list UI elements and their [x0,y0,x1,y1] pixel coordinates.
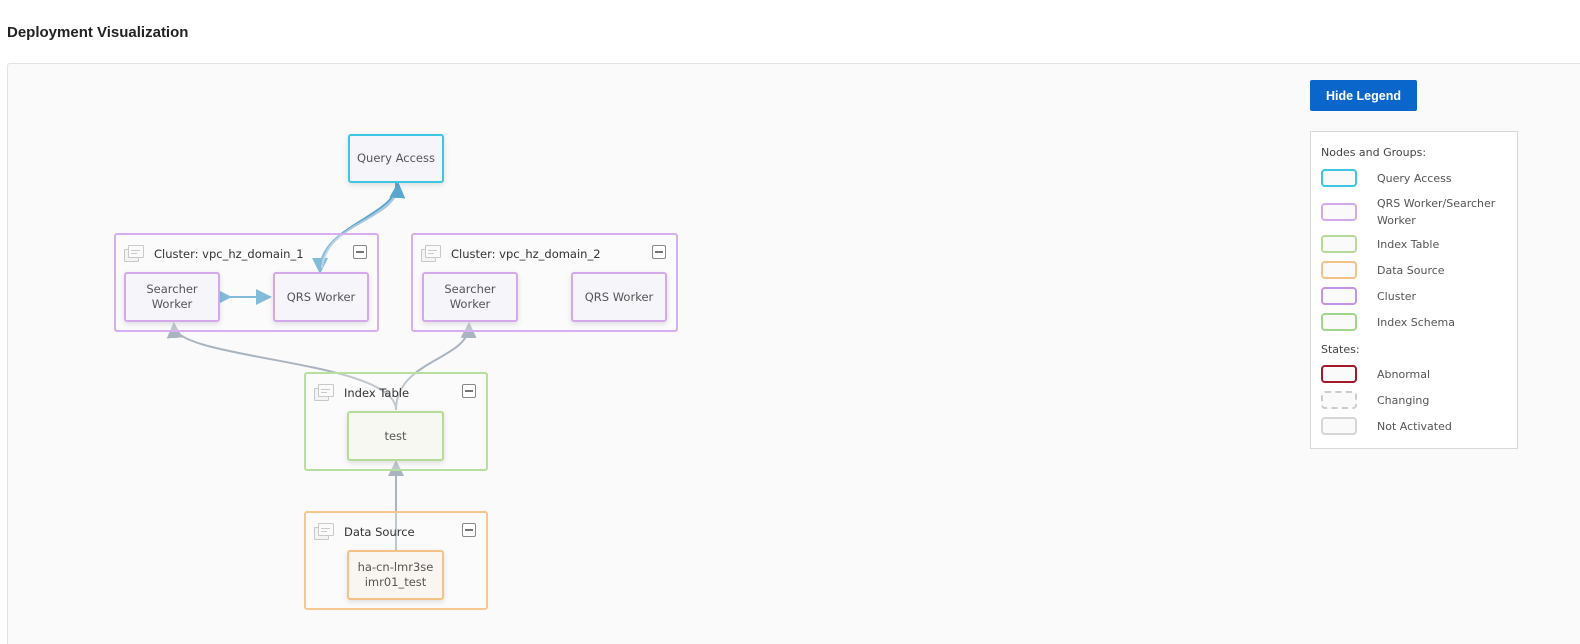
collapse-icon[interactable] [462,523,476,537]
legend-swatch [1321,365,1357,383]
group-header: Cluster: vpc_hz_domain_1 [124,243,304,265]
collapse-icon[interactable] [462,384,476,398]
legend-swatch [1321,261,1357,279]
legend-item: Index Table [1321,235,1511,253]
legend-label: Data Source [1377,263,1445,277]
node-label: test [384,428,407,443]
group-title: Data Source [344,525,415,539]
node-data-source[interactable]: ha-cn-lmr3seimr01_test [347,550,444,600]
legend-swatch [1321,287,1357,305]
legend-label: QRS Worker/Searcher Worker [1377,197,1496,227]
legend-label: Index Schema [1377,315,1456,329]
legend-label: Abnormal [1377,367,1431,381]
group-header: Cluster: vpc_hz_domain_2 [421,243,601,265]
node-query-access[interactable]: Query Access [348,134,444,183]
group-title: Index Table [344,386,410,400]
legend-label: Not Activated [1377,419,1452,433]
cluster-icon [421,245,443,263]
legend-swatch [1321,235,1357,253]
node-label: Searcher Worker [444,282,496,311]
legend-state: Abnormal [1321,365,1511,383]
legend-swatch [1321,169,1357,187]
legend-item: QRS Worker/Searcher Worker [1321,195,1511,229]
legend-swatch [1321,203,1357,221]
data-source-icon [314,523,336,541]
collapse-icon[interactable] [652,245,666,259]
legend-panel: Nodes and Groups: Query Access QRS Worke… [1310,131,1518,449]
legend-item: Query Access [1321,169,1511,187]
node-label: Query Access [357,151,435,165]
legend-label: Query Access [1377,171,1452,185]
legend-item: Data Source [1321,261,1511,279]
node-label: QRS Worker [584,289,654,304]
page-title: Deployment Visualization [7,24,189,41]
cluster-icon [124,245,146,263]
node-label: QRS Worker [286,289,356,304]
node-searcher-worker-2[interactable]: Searcher Worker [422,272,518,322]
legend-label: Cluster [1377,289,1417,303]
node-label: Searcher Worker [146,282,198,311]
legend-swatch [1321,313,1357,331]
legend-states-heading: States: [1321,343,1360,356]
node-index-table-test[interactable]: test [347,411,444,461]
legend-state: Not Activated [1321,417,1511,435]
legend-swatch [1321,417,1357,435]
node-searcher-worker-1[interactable]: Searcher Worker [124,272,220,322]
legend-swatch [1321,391,1357,409]
legend-state: Changing [1321,391,1511,409]
node-qrs-worker-2[interactable]: QRS Worker [571,272,667,322]
legend-nodes-heading: Nodes and Groups: [1321,146,1427,159]
node-qrs-worker-1[interactable]: QRS Worker [273,272,369,322]
group-header: Index Table [314,382,409,404]
index-table-icon [314,384,336,402]
group-title: Cluster: vpc_hz_domain_1 [154,247,304,261]
legend-item: Cluster [1321,287,1511,305]
hide-legend-button[interactable]: Hide Legend [1310,80,1417,111]
legend-item: Index Schema [1321,313,1511,331]
group-title: Cluster: vpc_hz_domain_2 [451,247,601,261]
legend-label: Changing [1377,393,1430,407]
group-header: Data Source [314,521,415,543]
legend-label: Index Table [1377,237,1440,251]
collapse-icon[interactable] [353,245,367,259]
node-label: ha-cn-lmr3seimr01_test [357,560,434,589]
